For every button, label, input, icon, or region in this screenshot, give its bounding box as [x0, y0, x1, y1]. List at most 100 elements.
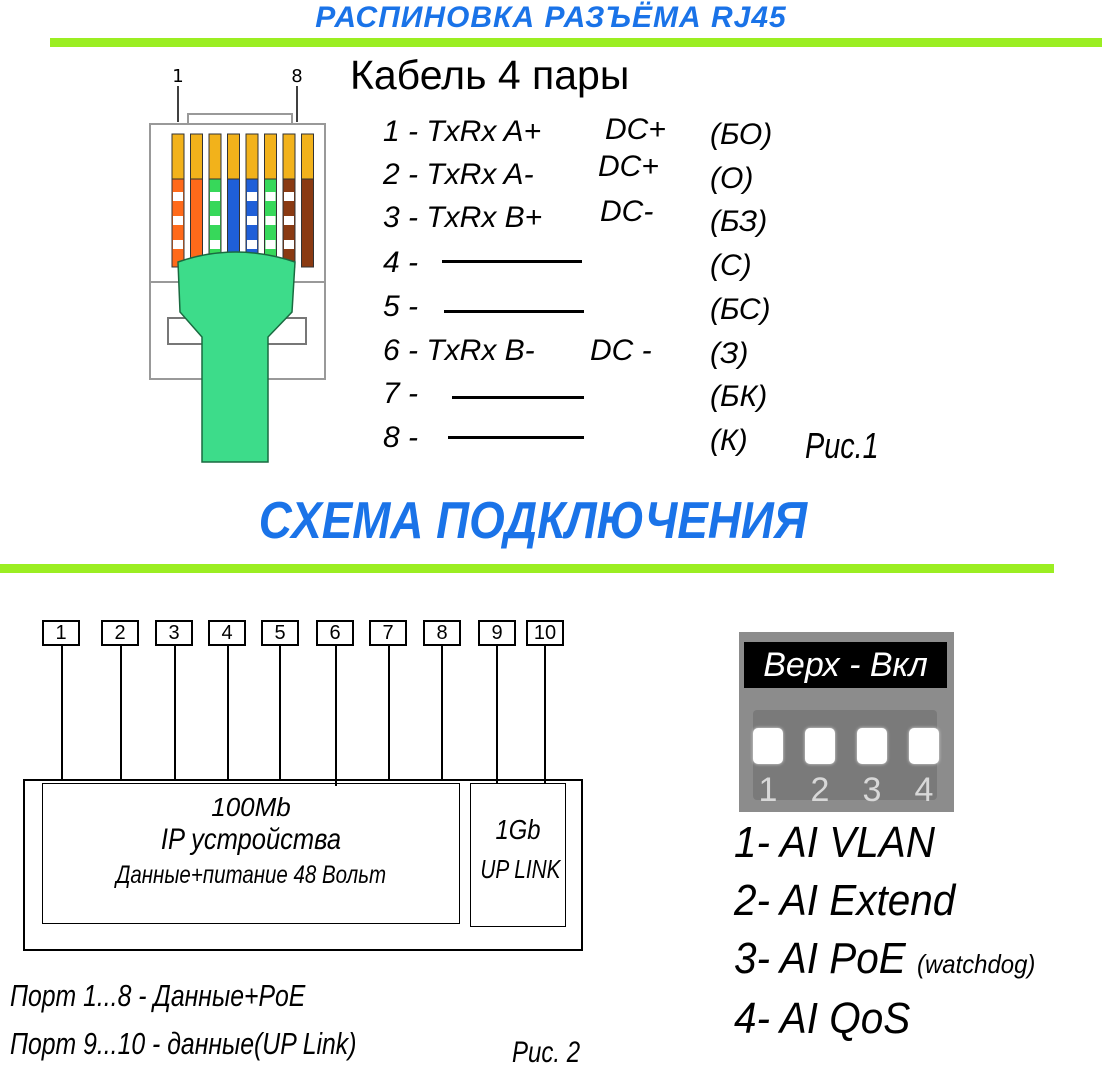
feature-4-text: 4- AI QoS: [734, 994, 911, 1043]
wire-1-stripe: [173, 216, 183, 225]
pin-6-label: 6 - TxRx B-: [383, 334, 535, 367]
title-underline: [50, 38, 1102, 47]
dip-number-4: 4: [914, 771, 934, 809]
feature-1: 1- AI VLAN: [734, 818, 935, 868]
wire-6-stripe: [265, 240, 276, 249]
pin-5-label: 5 -: [383, 290, 419, 323]
contact-1: [171, 133, 185, 180]
port-lead-7: [388, 646, 390, 779]
contact-3: [208, 133, 222, 180]
wire-6-stripe: [265, 216, 276, 225]
pin-3-label: 3 - TxRx B+: [383, 201, 543, 234]
dip-number-3: 3: [862, 771, 882, 809]
feature-2-text: 2- AI Extend: [734, 876, 956, 925]
wire-5-stripe: [247, 240, 257, 249]
port-box-3: 3: [155, 620, 193, 646]
pin-4-unused-line: [442, 260, 582, 263]
switch-outline: [23, 779, 583, 951]
pin-7-unused-line: [452, 396, 584, 399]
pin-2-code: (О): [710, 162, 754, 195]
pin-3-dc: DC-: [600, 195, 654, 228]
pin-6-dc: DC -: [590, 334, 652, 367]
pin-1-label: 1 - TxRx A+: [383, 115, 542, 148]
feature-3-text: 3- AI PoE: [734, 934, 906, 983]
pin-4-code: (С): [710, 249, 752, 282]
page-title: РАСПИНОВКА РАЗЪЁМА RJ45: [315, 1, 787, 34]
feature-2: 2- AI Extend: [734, 876, 955, 926]
fig1-caption: Рис.1: [805, 425, 879, 466]
pin-2-label: 2 - TxRx A-: [383, 158, 534, 191]
port-box-4: 4: [208, 620, 246, 646]
pin-7-code: (БК): [710, 380, 768, 413]
wire-1-stripe: [173, 240, 183, 249]
port-note-2: Порт 9...10 - данные(UP Link): [10, 1026, 357, 1061]
feature-4: 4- AI QoS: [734, 994, 910, 1044]
dip-toggle-1[interactable]: [753, 728, 783, 764]
main-block-speed: 100Mb: [211, 792, 291, 822]
wire-3-stripe: [210, 192, 220, 201]
port-lead-9: [496, 646, 498, 783]
pin-7-label: 7 -: [383, 377, 419, 410]
main-block-power: Данные+питание 48 Вольт: [115, 861, 387, 889]
pin-3-code: (БЗ): [710, 205, 768, 238]
pin-6-code: (З): [710, 337, 749, 370]
port-box-8: 8: [423, 620, 461, 646]
feature-1-text: 1- AI VLAN: [734, 818, 935, 867]
dip-switch-label: Верх - Вкл: [744, 642, 947, 688]
pin-1-code: (БО): [710, 118, 773, 151]
contact-5: [245, 133, 259, 180]
port-lead-2: [120, 646, 122, 779]
port-box-10: 10: [526, 620, 564, 646]
pin-8-label: 8 -: [383, 421, 419, 454]
dip-number-2: 2: [810, 771, 830, 809]
port-lead-3: [174, 646, 176, 779]
port-box-2: 2: [101, 620, 139, 646]
feature-3-note: (watchdog): [917, 949, 1036, 979]
wire-6-stripe: [265, 192, 276, 201]
wire-3-stripe: [210, 240, 220, 249]
contact-4: [227, 133, 240, 180]
fig2-caption: Рис. 2: [512, 1036, 581, 1069]
port-box-9: 9: [478, 620, 516, 646]
wire-5-stripe: [247, 192, 257, 201]
pin-2-dc: DC+: [598, 150, 659, 183]
pin-mark-last: 8: [291, 66, 302, 87]
port-lead-10: [544, 646, 546, 783]
wire-8: [301, 178, 314, 268]
port-box-1: 1: [42, 620, 80, 646]
port-lead-5: [279, 646, 281, 779]
wire-3-stripe: [210, 216, 220, 225]
uplink-block-speed: 1Gb: [495, 814, 541, 845]
uplink-block-label: UP LINK: [480, 854, 561, 884]
wire-2: [190, 178, 203, 268]
contact-2: [190, 133, 203, 180]
contact-8: [301, 133, 314, 180]
dip-switch-housing: [753, 710, 937, 800]
port-lead-4: [227, 646, 229, 779]
contacts: [171, 133, 314, 180]
port-box-5: 5: [261, 620, 299, 646]
pin-1-dc: DC+: [605, 113, 666, 146]
section-title: СХЕМА ПОДКЛЮЧЕНИЯ: [258, 492, 808, 550]
pin-8-code: (К): [710, 424, 748, 457]
switch-main-block: 100Mb IP устройства Данные+питание 48 Во…: [42, 783, 460, 924]
cable-jacket: [177, 251, 296, 463]
wire-7-stripe: [284, 240, 294, 249]
pin-8-unused-line: [448, 436, 584, 439]
contact-6: [264, 133, 277, 180]
port-box-6: 6: [316, 620, 354, 646]
pin-5-unused-line: [444, 310, 584, 313]
dip-toggle-4[interactable]: [909, 728, 939, 764]
wire-1-stripe: [173, 192, 183, 201]
pin-4-label: 4 -: [383, 246, 419, 279]
wire-7-stripe: [284, 216, 294, 225]
wire-5-stripe: [247, 216, 257, 225]
wire-7-stripe: [284, 192, 294, 201]
port-lead-1: [61, 646, 63, 779]
wires: [171, 178, 314, 268]
dip-toggle-3[interactable]: [857, 728, 887, 764]
port-lead-6: [335, 646, 337, 786]
rj45-connector-illustration: 1 8: [149, 66, 326, 463]
dip-toggle-2[interactable]: [805, 728, 835, 764]
dip-number-1: 1: [758, 771, 778, 809]
